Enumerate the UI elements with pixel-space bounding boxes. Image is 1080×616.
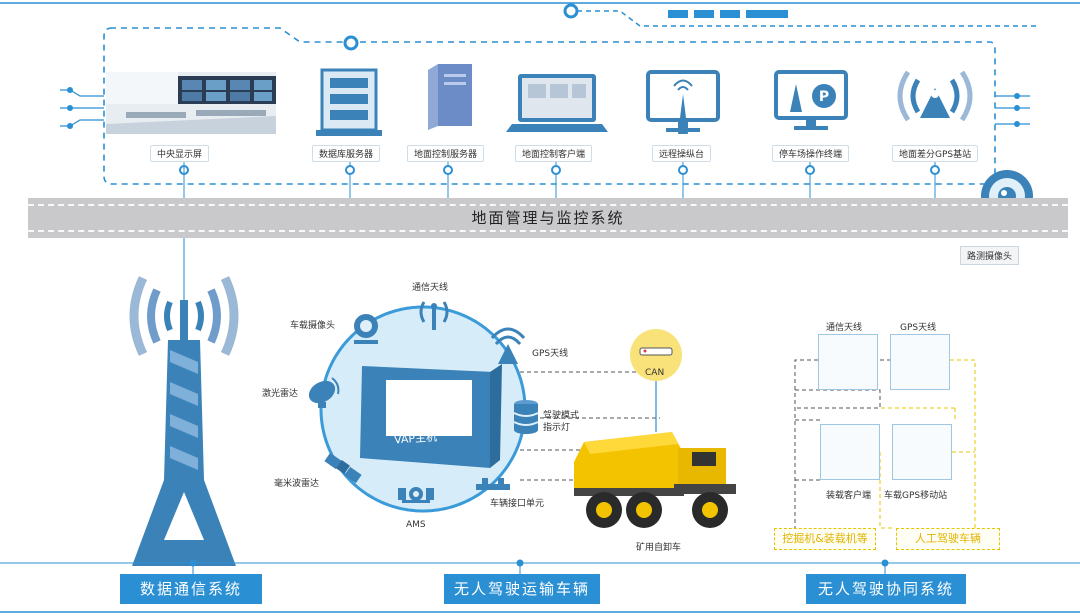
lidar-icon bbox=[308, 377, 340, 408]
coop-comm-antenna-label: 通信天线 bbox=[826, 323, 863, 333]
mining-truck-icon bbox=[574, 432, 736, 528]
monitor-antenna-icon bbox=[646, 70, 720, 134]
left-connectors bbox=[60, 89, 104, 127]
excavator-box: 挖掘机&装载机等 bbox=[774, 528, 876, 550]
coop-client-box bbox=[820, 424, 880, 480]
gps-antenna-icon bbox=[490, 327, 526, 364]
remote-console-label: 远程操纵台 bbox=[652, 145, 712, 162]
ams-icon bbox=[398, 487, 434, 503]
refresh-icon bbox=[343, 35, 359, 51]
right-connectors bbox=[995, 95, 1030, 125]
ground-system-title: 地面管理与监控系统 bbox=[471, 209, 625, 227]
database-server-label: 数据库服务器 bbox=[312, 145, 381, 162]
can-bus-icon bbox=[630, 329, 682, 432]
vap-host-icon bbox=[360, 364, 502, 468]
database-server-icon bbox=[316, 68, 382, 136]
ground-control-client-label: 地面控制客户端 bbox=[515, 145, 593, 162]
ground-control-server-label: 地面控制服务器 bbox=[407, 145, 485, 162]
central-display-label: 中央显示屏 bbox=[150, 145, 210, 162]
ground-frame bbox=[103, 27, 996, 185]
coop-client-label: 装载客户端 bbox=[826, 491, 872, 501]
gps-antenna-label: GPS天线 bbox=[532, 349, 569, 359]
autonomous-vehicle-system: 无人驾驶运输车辆 bbox=[444, 574, 600, 604]
communication-tower-icon bbox=[129, 276, 239, 566]
coop-gps-antenna-box bbox=[890, 334, 950, 390]
vehicle-interface-label: 车辆接口单元 bbox=[490, 499, 545, 509]
control-room-image bbox=[106, 72, 276, 134]
parking-terminal-icon: P bbox=[774, 70, 848, 130]
data-comm-system: 数据通信系统 bbox=[120, 574, 262, 604]
mmwave-radar-label: 毫米波雷达 bbox=[274, 479, 320, 489]
mmwave-radar-icon bbox=[324, 452, 362, 484]
deco-ring-icon bbox=[563, 3, 579, 19]
comm-antenna-label: 通信天线 bbox=[412, 283, 449, 293]
coop-gps-antenna-label: GPS天线 bbox=[900, 323, 937, 333]
coop-gps-mobile-box bbox=[892, 424, 952, 480]
mining-truck-label: 矿用自卸车 bbox=[636, 543, 682, 553]
roadside-camera-label: 路测摄像头 bbox=[960, 246, 1020, 265]
mode-indicator-icon bbox=[513, 400, 539, 434]
gps-base-icon bbox=[897, 70, 973, 122]
device-drops bbox=[349, 160, 936, 198]
tower-server-icon bbox=[428, 64, 472, 130]
ams-label: AMS bbox=[406, 520, 426, 530]
vehicle-interface-icon bbox=[476, 478, 510, 490]
parking-terminal-label: 停车场操作终端 bbox=[772, 145, 850, 162]
manual-vehicle-box: 人工驾驶车辆 bbox=[896, 528, 1000, 550]
coop-comm-antenna-box bbox=[818, 334, 878, 390]
mode-indicator-label: 驾驶模式 指示灯 bbox=[543, 411, 580, 433]
coop-gps-mobile-label: 车载GPS移动站 bbox=[884, 491, 948, 501]
can-label: CAN bbox=[645, 368, 665, 378]
comm-antenna-icon bbox=[419, 301, 449, 330]
ground-system-band: 地面管理与监控系统 bbox=[28, 198, 1068, 238]
coop-system: 无人驾驶协同系统 bbox=[806, 574, 966, 604]
vap-host-label: VAP主机 bbox=[393, 430, 438, 447]
lidar-label: 激光雷达 bbox=[262, 389, 299, 399]
laptop-icon bbox=[506, 74, 608, 132]
vehicle-camera-icon bbox=[354, 314, 378, 344]
gps-base-label: 地面差分GPS基站 bbox=[892, 145, 979, 162]
vehicle-camera-label: 车载摄像头 bbox=[290, 321, 336, 331]
svg-text:P: P bbox=[819, 89, 829, 105]
